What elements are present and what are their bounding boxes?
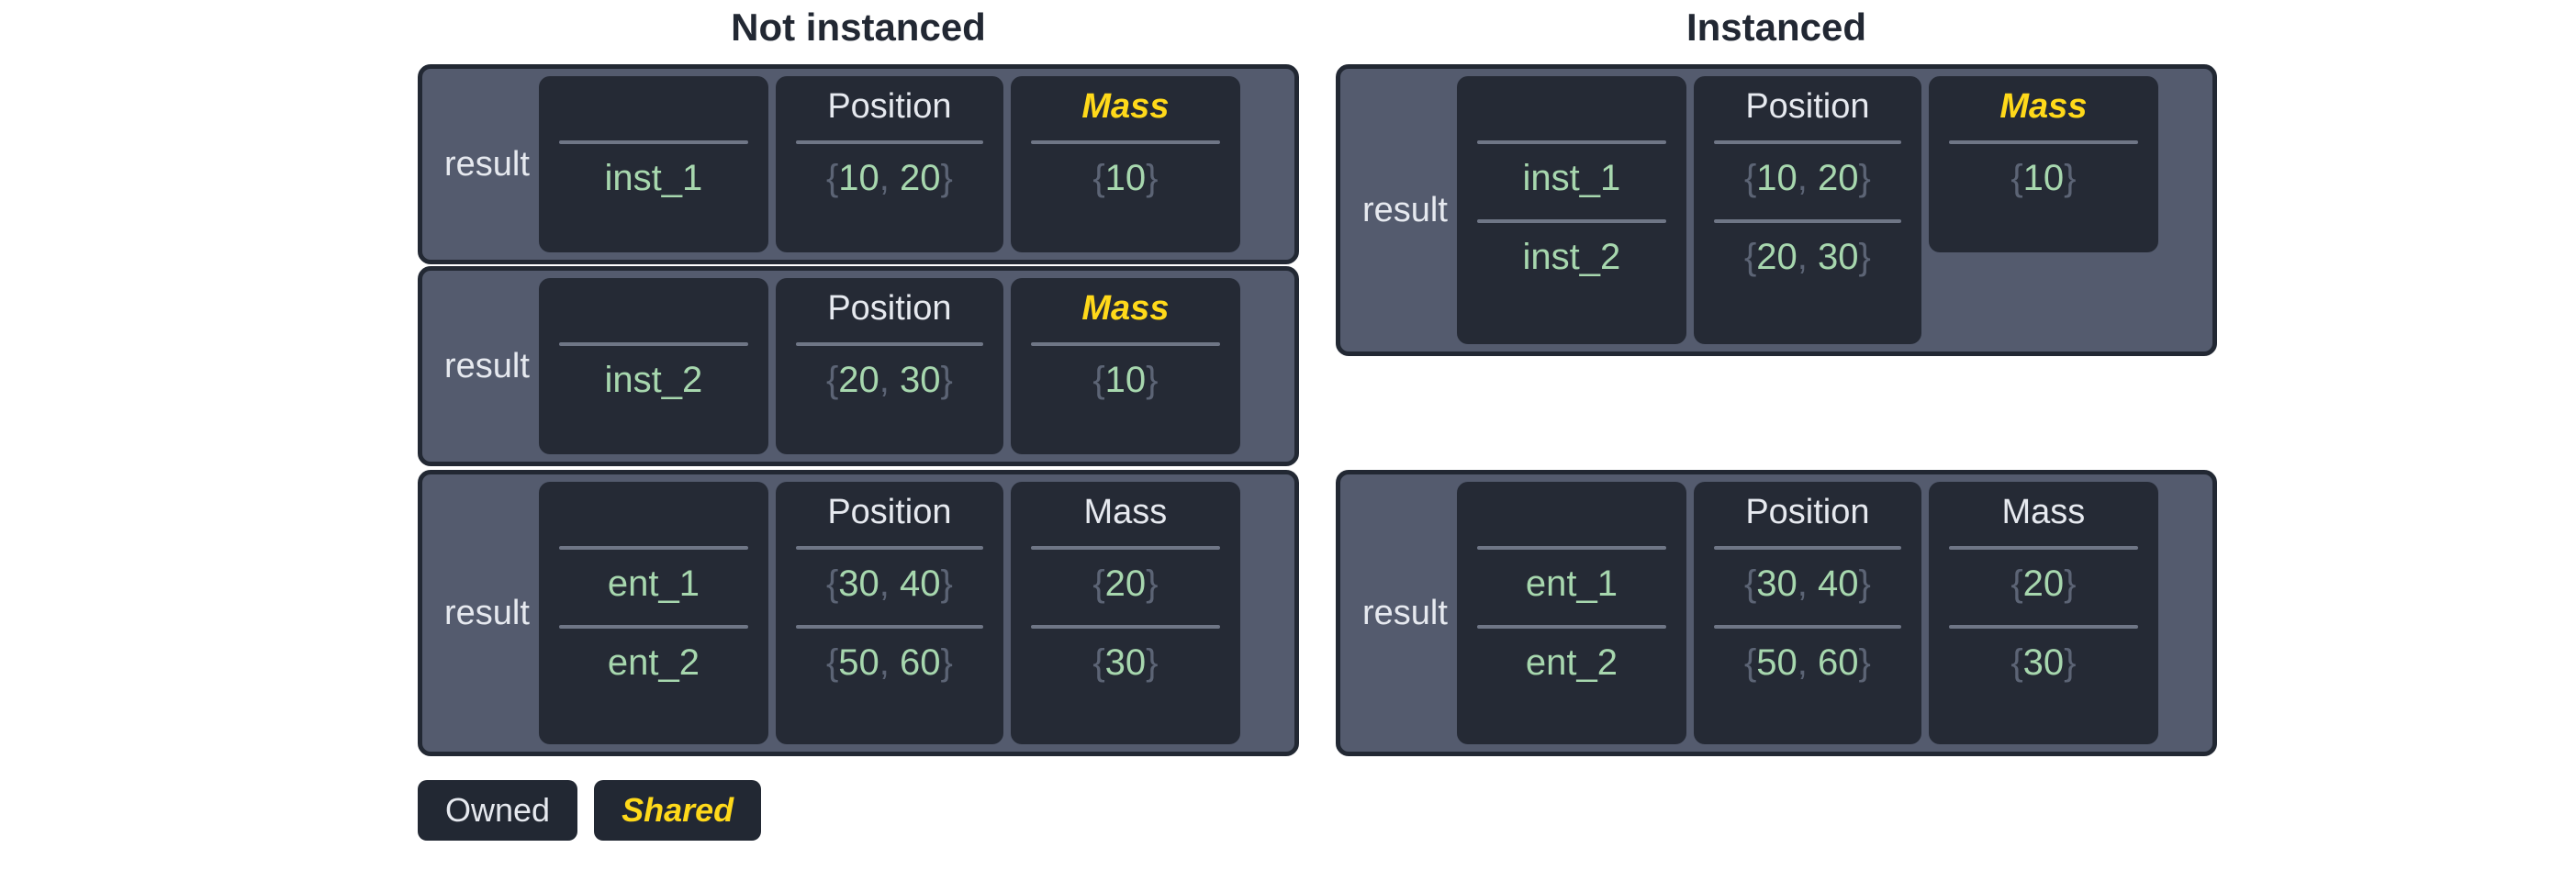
field-card-mass-shared: Mass {10} [1928, 76, 2158, 252]
legend: Owned Shared [418, 780, 762, 841]
header-divider [795, 342, 983, 346]
field-card-position: Position {30, 40} {50, 60} [775, 482, 1003, 744]
field-card-mass: Mass {20} {30} [1010, 482, 1240, 744]
table-instanced-2: result ent_1 ent_2 Position {30, 40} {50… [1336, 470, 2217, 756]
column-header-position: Position [827, 87, 952, 126]
result-label: result [444, 593, 530, 632]
column-header-position: Position [827, 289, 952, 328]
row-divider [1948, 625, 2138, 629]
header-divider [1030, 546, 1220, 550]
cell-position: {50, 60} [825, 642, 953, 683]
field-group: ent_1 ent_2 Position {30, 40} {50, 60} M… [1456, 482, 2205, 744]
table-not-instanced-1: result inst_1 Position {10, 20} Mass {10… [418, 64, 1299, 264]
header-divider [1476, 140, 1666, 144]
cell-position: {20, 30} [1743, 237, 1871, 277]
result-label: result [444, 144, 530, 184]
column-header-mass: Mass [1081, 87, 1170, 126]
legend-chip-shared: Shared [594, 780, 762, 841]
field-card-position: Position {30, 40} {50, 60} [1693, 482, 1921, 744]
cell-position: {20, 30} [825, 360, 953, 400]
field-card-position: Position {10, 20} {20, 30} [1693, 76, 1921, 344]
header-divider [1948, 140, 2138, 144]
result-label: result [1362, 593, 1448, 632]
result-label: result [444, 346, 530, 385]
cell-entity-name: inst_2 [604, 360, 703, 400]
cell-mass: {30} [2010, 642, 2077, 683]
field-card-position: Position {10, 20} [775, 76, 1003, 252]
header-divider [1476, 546, 1666, 550]
cell-entity-name: inst_1 [1522, 158, 1621, 198]
cell-entity-name: ent_2 [1525, 642, 1618, 683]
column-header-position: Position [1745, 87, 1870, 126]
header-divider [1713, 140, 1901, 144]
field-group: inst_1 inst_2 Position {10, 20} {20, 30}… [1456, 76, 2205, 344]
field-card-name: ent_1 ent_2 [538, 482, 768, 744]
column-header-mass: Mass [1083, 493, 1168, 531]
cell-entity-name: ent_1 [1525, 563, 1618, 604]
heading-instanced: Instanced [1686, 6, 1867, 49]
field-group: ent_1 ent_2 Position {30, 40} {50, 60} M… [538, 482, 1287, 744]
cell-position: {50, 60} [1743, 642, 1871, 683]
heading-not-instanced: Not instanced [731, 6, 986, 49]
field-card-position: Position {20, 30} [775, 278, 1003, 454]
header-divider [795, 546, 983, 550]
field-card-name: ent_1 ent_2 [1456, 482, 1686, 744]
column-header-mass: Mass [2001, 493, 2086, 531]
header-divider [1030, 342, 1220, 346]
row-divider [1476, 625, 1666, 629]
field-card-name: inst_2 [538, 278, 768, 454]
cell-entity-name: ent_1 [607, 563, 700, 604]
cell-position: {30, 40} [1743, 563, 1871, 604]
cell-mass: {20} [2010, 563, 2077, 604]
field-card-name: inst_1 inst_2 [1456, 76, 1686, 344]
header-divider [558, 342, 748, 346]
column-header-position: Position [1745, 493, 1870, 531]
cell-entity-name: inst_2 [1522, 237, 1621, 277]
field-card-mass: Mass {20} {30} [1928, 482, 2158, 744]
row-divider [1476, 219, 1666, 223]
header-divider [558, 140, 748, 144]
header-divider [558, 546, 748, 550]
row-divider [795, 625, 983, 629]
cell-entity-name: ent_2 [607, 642, 700, 683]
cell-mass: {10} [2010, 158, 2077, 198]
row-divider [1713, 625, 1901, 629]
legend-chip-owned: Owned [418, 780, 578, 841]
row-divider [558, 625, 748, 629]
cell-mass: {30} [1092, 642, 1159, 683]
column-header-position: Position [827, 493, 952, 531]
field-group: inst_1 Position {10, 20} Mass {10} [538, 76, 1287, 252]
header-divider [1713, 546, 1901, 550]
cell-entity-name: inst_1 [604, 158, 703, 198]
field-card-mass: Mass {10} [1010, 278, 1240, 454]
row-divider [1030, 625, 1220, 629]
cell-position: {10, 20} [1743, 158, 1871, 198]
header-divider [1948, 546, 2138, 550]
column-header-mass: Mass [1081, 289, 1170, 328]
cell-position: {10, 20} [825, 158, 953, 198]
table-not-instanced-3: result ent_1 ent_2 Position {30, 40} {50… [418, 470, 1299, 756]
row-divider [1713, 219, 1901, 223]
result-label: result [1362, 190, 1448, 229]
cell-mass: {20} [1092, 563, 1159, 604]
field-card-name: inst_1 [538, 76, 768, 252]
cell-mass: {10} [1092, 158, 1159, 198]
table-not-instanced-2: result inst_2 Position {20, 30} Mass {10… [418, 266, 1299, 466]
field-group: inst_2 Position {20, 30} Mass {10} [538, 278, 1287, 454]
column-header-mass: Mass [1999, 87, 2088, 126]
field-card-mass: Mass {10} [1010, 76, 1240, 252]
cell-position: {30, 40} [825, 563, 953, 604]
table-instanced-1: result inst_1 inst_2 Position {10, 20} {… [1336, 64, 2217, 356]
header-divider [1030, 140, 1220, 144]
header-divider [795, 140, 983, 144]
cell-mass: {10} [1092, 360, 1159, 400]
